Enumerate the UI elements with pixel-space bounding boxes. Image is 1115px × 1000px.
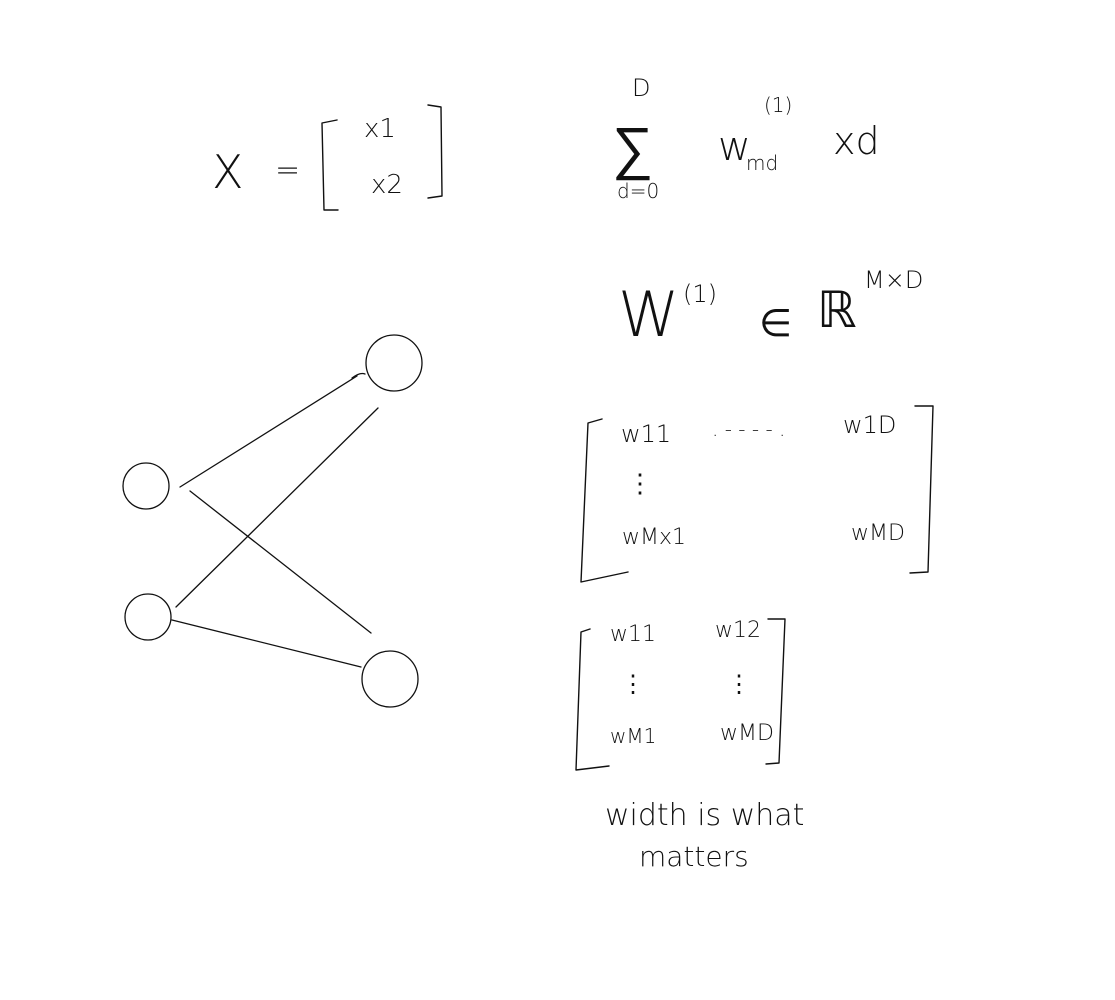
matrix1-left-bracket — [580, 418, 629, 583]
edge-input1-hidden1-tip — [351, 372, 366, 379]
sum-symbol: ∑ — [612, 114, 653, 182]
matrix2-entry-w11: w11 — [610, 622, 656, 647]
real-space-dims: M×D — [864, 266, 923, 294]
hidden-node-2 — [361, 650, 419, 708]
note-line-2: matters — [639, 840, 749, 873]
weight-matrix-superscript: (1) — [683, 280, 717, 308]
sum-weight-subscript: md — [746, 151, 778, 175]
vector-right-bracket — [427, 104, 443, 199]
member-of-symbol: ∈ — [759, 301, 792, 345]
sum-upper-limit: D — [632, 74, 650, 102]
weight-matrix-transposed: w11 w12 ⋮ ⋮ wM1 wMD — [575, 618, 786, 771]
hidden-node-1 — [365, 334, 423, 392]
input-node-2 — [124, 593, 172, 641]
vector-lhs: X — [212, 145, 244, 199]
sum-lower-limit: d=0 — [617, 179, 659, 203]
matrix1-row-dots: . - - - - . — [712, 417, 785, 441]
edge-input2-hidden2 — [171, 619, 362, 668]
matrix2-right-vdots: ⋮ — [727, 670, 751, 698]
matrix2-left-bracket — [575, 628, 610, 771]
network-diagram — [122, 334, 423, 708]
edge-input1-hidden2 — [189, 490, 372, 634]
sum-input-xd: xd — [833, 119, 880, 163]
sum-weight-symbol: w — [718, 124, 751, 170]
vector-entry-x2: x2 — [371, 170, 403, 200]
matrix1-column-vdots: ⋮ — [627, 469, 653, 499]
matrix2-entry-wM1: wM1 — [610, 724, 656, 748]
matrix1-entry-wMx1: wMx1 — [622, 525, 686, 550]
weight-matrix-general: w11 . - - - - . w1D ⋮ wMx1 wMD — [580, 405, 934, 583]
equals-sign: = — [275, 153, 300, 188]
vector-entry-x1: x1 — [364, 114, 396, 144]
real-space-symbol: ℝ — [817, 281, 857, 339]
weight-matrix-symbol: W — [618, 278, 679, 351]
matrix2-left-vdots: ⋮ — [621, 670, 645, 698]
weight-space-equation: W (1) ∈ ℝ M×D — [618, 266, 923, 351]
input-node-1 — [122, 462, 170, 510]
vector-left-bracket — [321, 119, 339, 211]
handwritten-note: width is what matters — [605, 798, 804, 873]
matrix1-entry-wMD: wMD — [851, 521, 905, 546]
input-vector-equation: X = x1 x2 — [212, 104, 443, 211]
matrix1-entry-w1D: w1D — [843, 411, 896, 439]
matrix2-entry-wMD: wMD — [720, 721, 774, 746]
sum-weight-superscript: (1) — [764, 93, 792, 117]
matrix2-right-bracket — [765, 618, 786, 765]
edge-input1-hidden1 — [179, 375, 358, 488]
edge-input2-hidden1 — [175, 407, 379, 608]
matrix1-entry-w11: w11 — [621, 420, 671, 448]
note-line-1: width is what — [605, 798, 804, 833]
matrix1-right-bracket — [909, 405, 934, 574]
summation-equation: D ∑ d=0 w md (1) xd — [612, 74, 880, 203]
matrix2-entry-w12: w12 — [715, 618, 761, 643]
